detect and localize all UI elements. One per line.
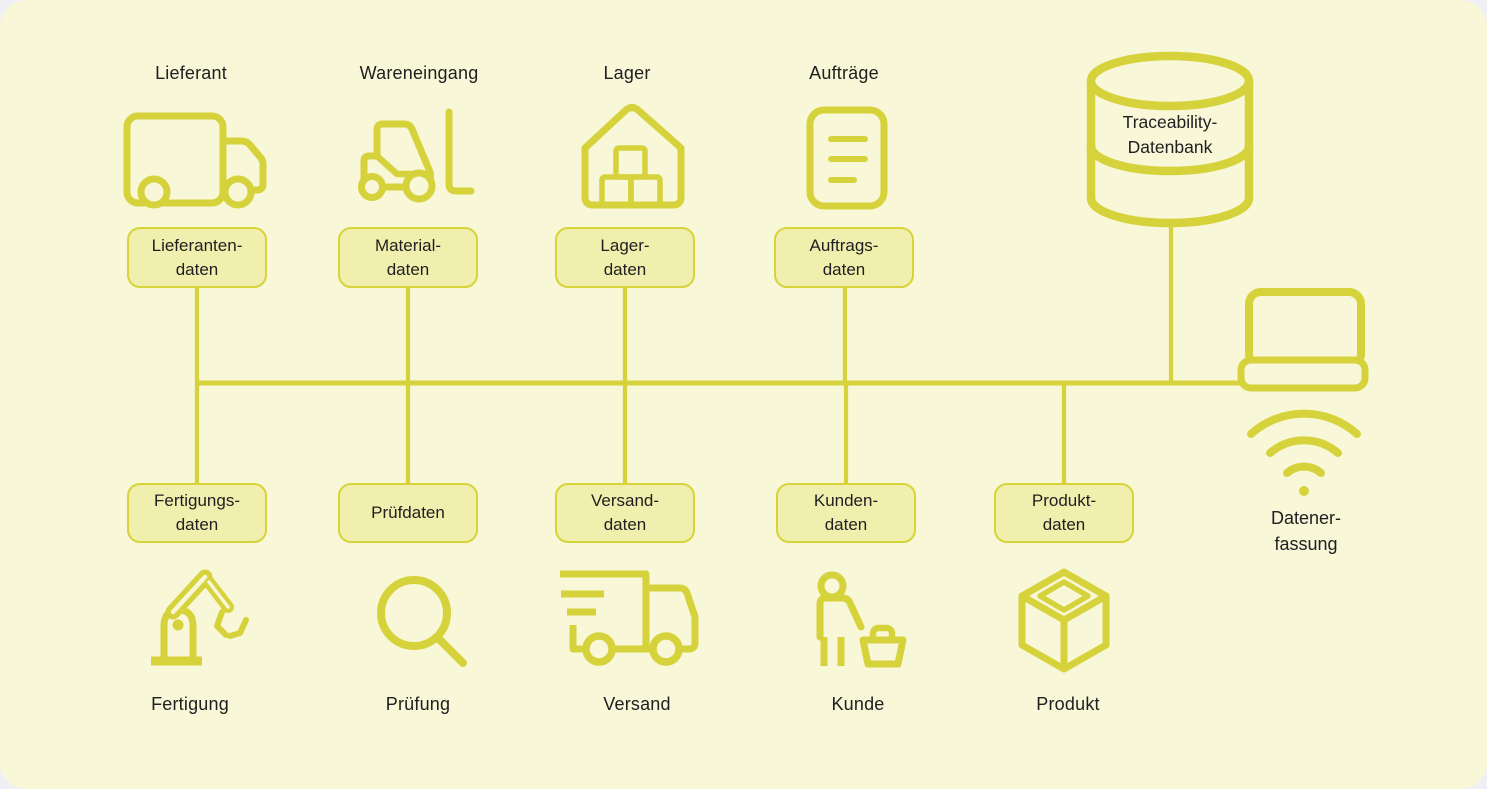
box-line: daten <box>386 259 430 279</box>
database-label-line1: Traceability- <box>1122 112 1218 132</box>
database-label-line2: Datenbank <box>1127 137 1213 157</box>
truck-icon <box>123 112 267 209</box>
delivery-truck-icon <box>560 570 699 666</box>
wifi-icon <box>1247 409 1361 496</box>
box-line: daten <box>175 515 219 534</box>
box-line: daten <box>603 515 647 534</box>
data-capture-label-line1: Datener- <box>1270 508 1342 528</box>
data-box-materialdaten: Material-daten <box>338 227 478 288</box>
forklift-icon <box>358 108 475 203</box>
data-box-fertigungsdaten: Fertigungs-daten <box>127 483 267 543</box>
data-capture-label-line2: fassung <box>1274 534 1338 554</box>
process-label-produkt: Produkt <box>1036 694 1100 714</box>
package-icon <box>1018 568 1110 673</box>
box-line: daten <box>175 259 219 279</box>
station-label-wareneingang: Wareneingang <box>359 63 479 83</box>
data-box-versanddaten: Versand-daten <box>555 483 695 543</box>
box-line: Lager- <box>600 235 650 255</box>
data-box-lieferantendaten: Lieferanten-daten <box>127 227 267 288</box>
data-box-lagerdaten: Lager-daten <box>555 227 695 288</box>
process-label-pruefung: Prüfung <box>385 694 451 714</box>
process-label-versand: Versand <box>603 694 671 714</box>
station-label-lieferant: Lieferant <box>155 63 227 83</box>
data-box-auftragsdaten: Auftrags-daten <box>774 227 914 288</box>
box-line: Material- <box>374 235 442 255</box>
station-label-lager: Lager <box>603 63 651 83</box>
database-label: Traceability- Datenbank <box>1123 110 1218 160</box>
box-line: daten <box>603 259 647 279</box>
box-line: Prüfdaten <box>371 503 445 522</box>
box-line: daten <box>824 515 868 534</box>
box-line: Lieferanten- <box>151 235 243 255</box>
order-document-icon <box>806 106 888 210</box>
box-line: Auftrags- <box>809 235 879 255</box>
database-cylinder-icon <box>1086 51 1254 228</box>
robot-arm-icon <box>151 569 249 666</box>
box-line: Fertigungs- <box>154 491 240 510</box>
station-label-auftraege: Aufträge <box>809 63 879 83</box>
process-label-fertigung: Fertigung <box>151 694 229 714</box>
box-line: daten <box>1042 515 1086 534</box>
magnifier-icon <box>377 576 467 667</box>
data-box-kundendaten: Kunden-daten <box>776 483 916 543</box>
data-box-pruefdaten: Prüfdaten <box>338 483 478 543</box>
box-line: Kunden- <box>813 491 879 510</box>
customer-icon <box>816 571 907 668</box>
box-line: daten <box>822 259 866 279</box>
connector-lines <box>194 224 1247 483</box>
warehouse-icon <box>581 104 685 209</box>
process-label-kunde: Kunde <box>831 694 885 714</box>
box-line: Versand- <box>590 491 660 510</box>
data-capture-label: Datener- fassung <box>1271 505 1341 557</box>
box-line: Produkt- <box>1031 491 1097 510</box>
laptop-icon <box>1237 288 1369 392</box>
data-box-produktdaten: Produkt-daten <box>994 483 1134 543</box>
